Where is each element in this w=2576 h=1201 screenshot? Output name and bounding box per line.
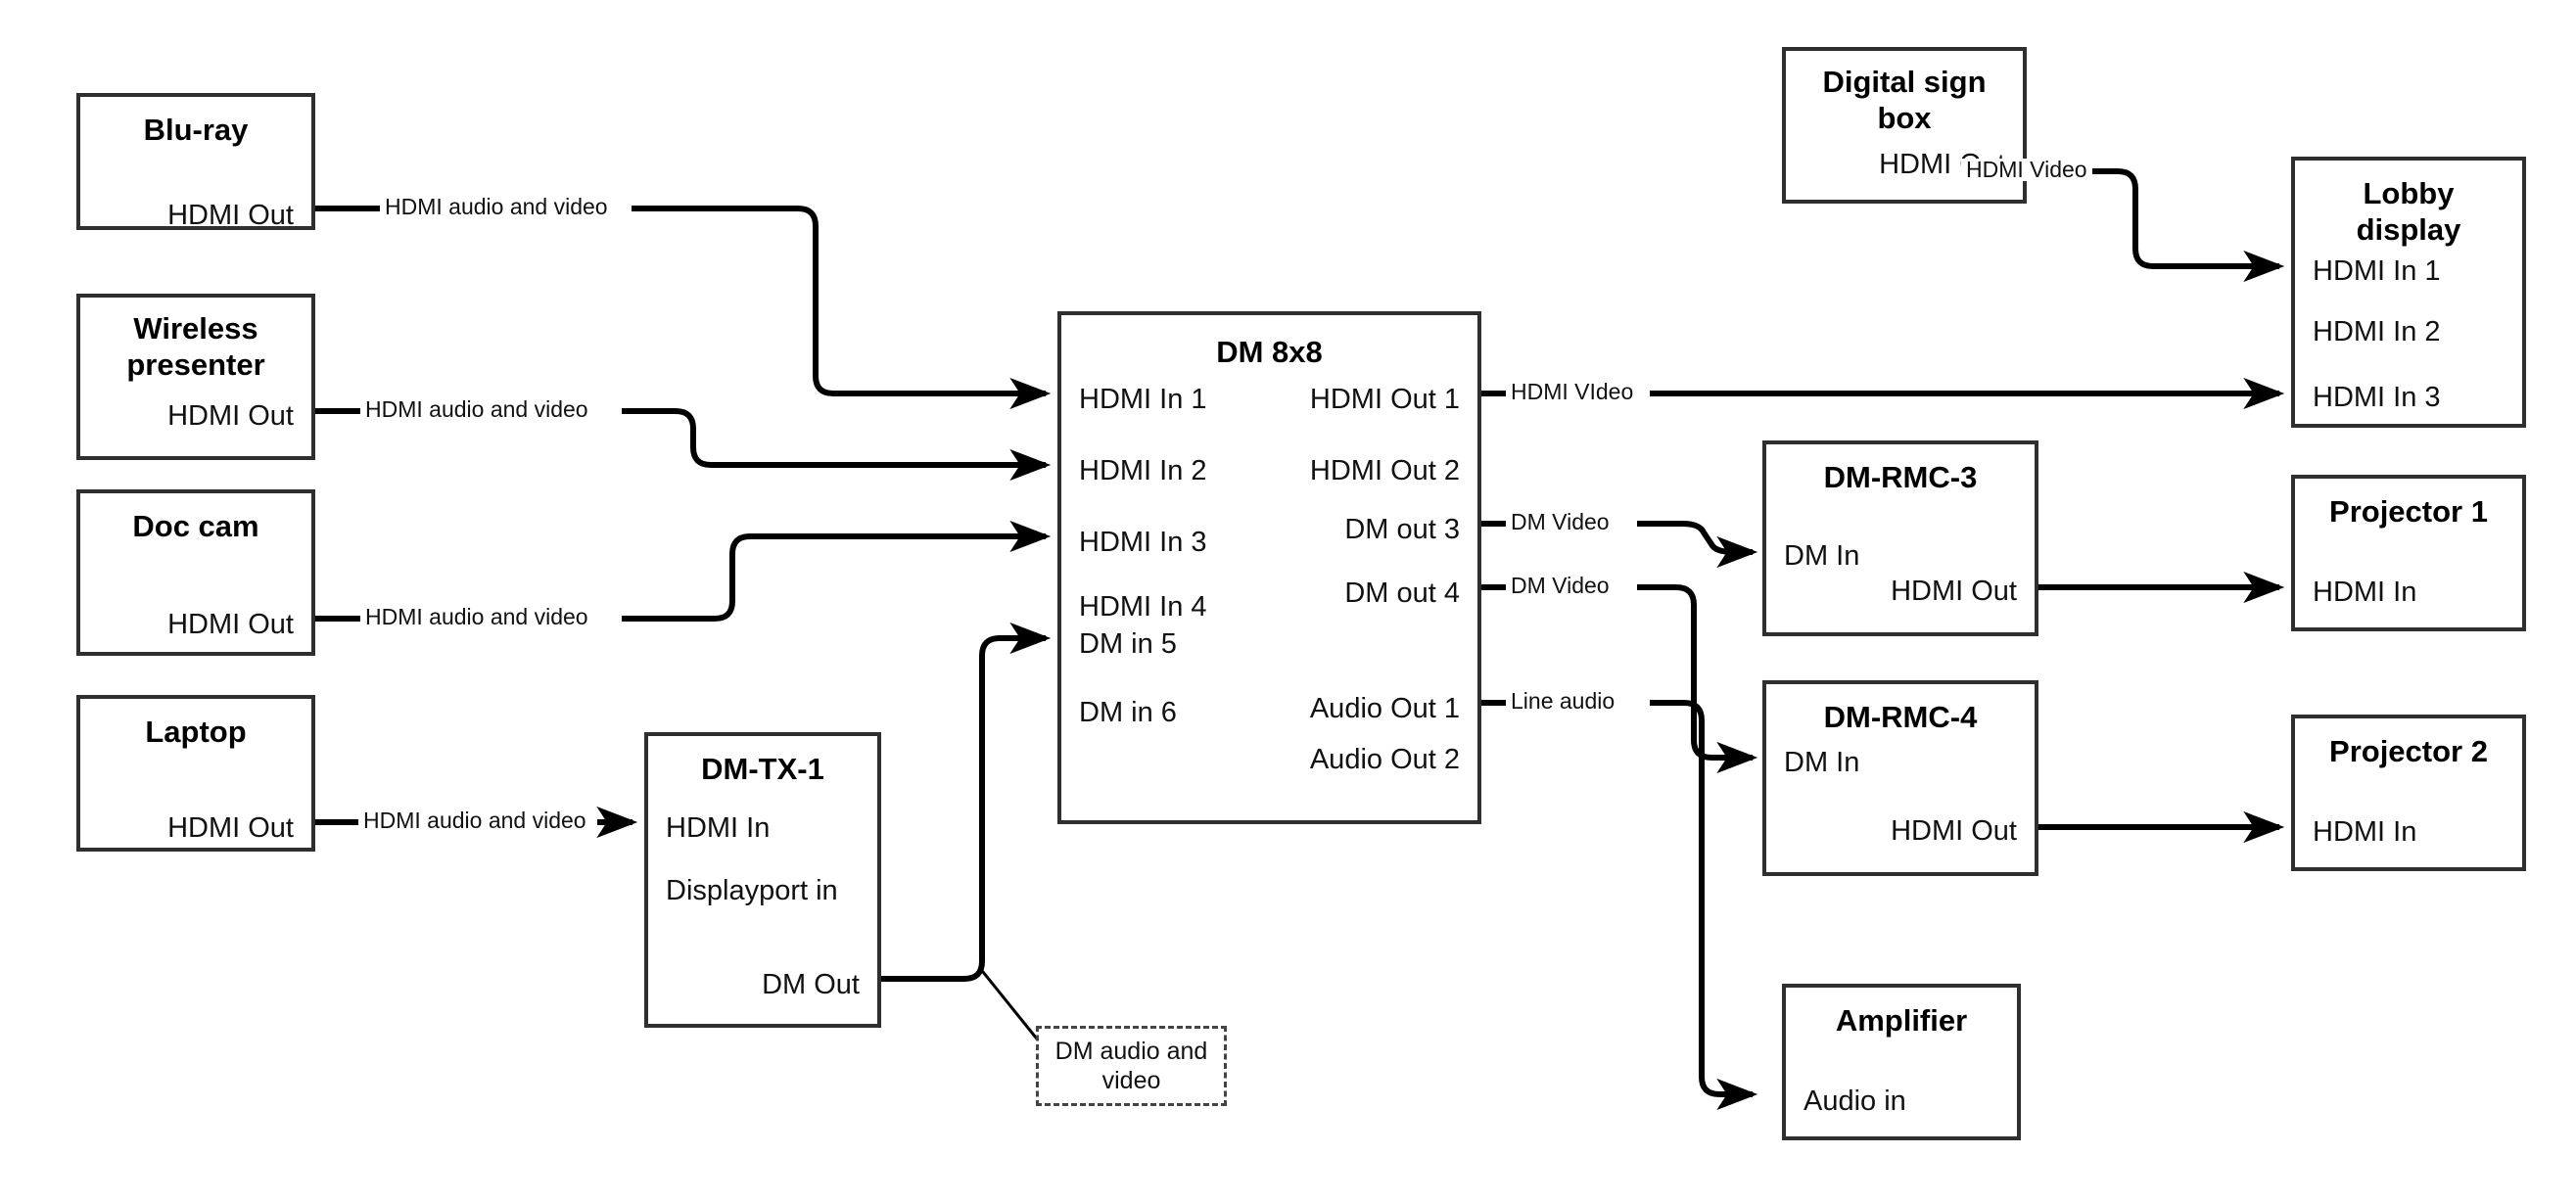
node-dm-8x8-port-audio-out-2[interactable]: Audio Out 2: [1309, 744, 1460, 775]
node-dm-8x8-title: DM 8x8: [1216, 335, 1323, 369]
node-dm-tx-1[interactable]: DM-TX-1 HDMI In Displayport in DM Out: [644, 732, 881, 1028]
node-dm-rmc-4[interactable]: DM-RMC-4 DM In HDMI Out: [1762, 680, 2038, 876]
node-doc-cam-port-hdmi-out[interactable]: HDMI Out: [167, 609, 294, 640]
node-dm-8x8-port-dm-in-6[interactable]: DM in 6: [1079, 697, 1177, 728]
node-wireless-presenter-port-hdmi-out[interactable]: HDMI Out: [167, 400, 294, 432]
node-doc-cam[interactable]: Doc cam HDMI Out: [76, 489, 315, 656]
node-dm-8x8-port-hdmi-in-3[interactable]: HDMI In 3: [1079, 527, 1207, 558]
wire-dmtx1-to-dm-in5: [881, 622, 1052, 982]
node-dm-tx-1-port-dm-out[interactable]: DM Out: [762, 969, 860, 1000]
node-lobby-display-port-hdmi-in-2[interactable]: HDMI In 2: [2313, 316, 2441, 347]
wire-label-laptop: HDMI audio and video: [358, 809, 591, 832]
node-projector-2[interactable]: Projector 2 HDMI In: [2291, 715, 2526, 871]
node-projector-2-title: Projector 2: [2329, 734, 2488, 768]
wire-label-line-audio: Line audio: [1506, 690, 1620, 713]
node-dm-rmc-4-port-dm-in[interactable]: DM In: [1784, 747, 1860, 778]
node-dm-tx-1-title: DM-TX-1: [701, 752, 824, 786]
wire-label-wireless-presenter: HDMI audio and video: [360, 398, 593, 421]
node-blu-ray-title: Blu-ray: [143, 113, 249, 147]
node-dm-8x8-port-dm-out-3[interactable]: DM out 3: [1344, 514, 1460, 545]
node-laptop-title: Laptop: [145, 715, 247, 749]
node-wireless-presenter[interactable]: Wireless presenter HDMI Out: [76, 294, 315, 460]
node-projector-1-port-hdmi-in[interactable]: HDMI In: [2313, 577, 2417, 608]
wire-dm-out4-to-rmc4: [1481, 584, 1753, 758]
wire-bluray-to-dm-in1: [315, 206, 1046, 393]
node-dm-8x8[interactable]: DM 8x8 HDMI In 1 HDMI In 2 HDMI In 3 HDM…: [1057, 311, 1481, 824]
note-dm-audio-and-video: DM audio and video: [1036, 1026, 1227, 1106]
node-projector-1[interactable]: Projector 1 HDMI In: [2291, 475, 2526, 631]
node-laptop[interactable]: Laptop HDMI Out: [76, 695, 315, 852]
node-dm-tx-1-port-hdmi-in[interactable]: HDMI In: [666, 812, 771, 844]
node-dm-8x8-port-hdmi-out-1[interactable]: HDMI Out 1: [1309, 384, 1460, 415]
node-lobby-display-port-hdmi-in-1[interactable]: HDMI In 1: [2313, 255, 2441, 287]
node-lobby-display-title: Lobby display: [2356, 176, 2461, 247]
wire-audio-out1-to-amplifier: [1481, 700, 1753, 1094]
node-dm-8x8-port-audio-out-1[interactable]: Audio Out 1: [1309, 693, 1460, 724]
node-dm-8x8-port-hdmi-out-2[interactable]: HDMI Out 2: [1309, 455, 1460, 486]
node-dm-rmc-4-port-hdmi-out[interactable]: HDMI Out: [1891, 815, 2017, 847]
node-dm-8x8-port-dm-in-5[interactable]: DM in 5: [1079, 628, 1177, 660]
node-laptop-port-hdmi-out[interactable]: HDMI Out: [167, 812, 294, 844]
node-blu-ray[interactable]: Blu-ray HDMI Out: [76, 93, 315, 231]
node-doc-cam-title: Doc cam: [132, 509, 259, 543]
wire-label-sign-hdmi-video: HDMI Video: [1961, 159, 2092, 181]
node-digital-sign-box-title: Digital sign box: [1822, 65, 1987, 135]
node-amplifier[interactable]: Amplifier Audio in: [1782, 984, 2021, 1140]
node-dm-8x8-port-dm-out-4[interactable]: DM out 4: [1344, 577, 1460, 609]
node-amplifier-title: Amplifier: [1835, 1003, 1968, 1038]
node-dm-8x8-port-hdmi-in-4[interactable]: HDMI In 4: [1079, 591, 1207, 623]
wire-label-doc-cam: HDMI audio and video: [360, 606, 593, 628]
wire-label-bluray: HDMI audio and video: [380, 196, 613, 218]
node-projector-2-port-hdmi-in[interactable]: HDMI In: [2313, 816, 2417, 848]
node-dm-rmc-4-title: DM-RMC-4: [1823, 700, 1978, 734]
node-dm-8x8-port-hdmi-in-2[interactable]: HDMI In 2: [1079, 455, 1207, 486]
node-blu-ray-port-hdmi-out[interactable]: HDMI Out: [167, 200, 294, 231]
wire-label-dm-video-out4: DM Video: [1506, 575, 1615, 597]
node-dm-8x8-port-hdmi-in-1[interactable]: HDMI In 1: [1079, 384, 1207, 415]
node-dm-rmc-3[interactable]: DM-RMC-3 DM In HDMI Out: [1762, 440, 2038, 636]
node-lobby-display[interactable]: Lobby display HDMI In 1 HDMI In 2 HDMI I…: [2291, 157, 2526, 428]
wire-label-dm-video-out3: DM Video: [1506, 511, 1615, 533]
node-amplifier-port-audio-in[interactable]: Audio in: [1803, 1086, 1906, 1117]
node-lobby-display-port-hdmi-in-3[interactable]: HDMI In 3: [2313, 382, 2441, 413]
node-dm-rmc-3-port-hdmi-out[interactable]: HDMI Out: [1891, 576, 2017, 607]
node-dm-rmc-3-title: DM-RMC-3: [1823, 460, 1978, 494]
node-dm-rmc-3-port-dm-in[interactable]: DM In: [1784, 540, 1860, 572]
node-projector-1-title: Projector 1: [2329, 494, 2488, 529]
node-wireless-presenter-title: Wireless presenter: [126, 311, 265, 382]
node-dm-tx-1-port-displayport-in[interactable]: Displayport in: [666, 875, 838, 906]
wire-label-hdmi-video-out1: HDMI VIdeo: [1506, 381, 1639, 403]
